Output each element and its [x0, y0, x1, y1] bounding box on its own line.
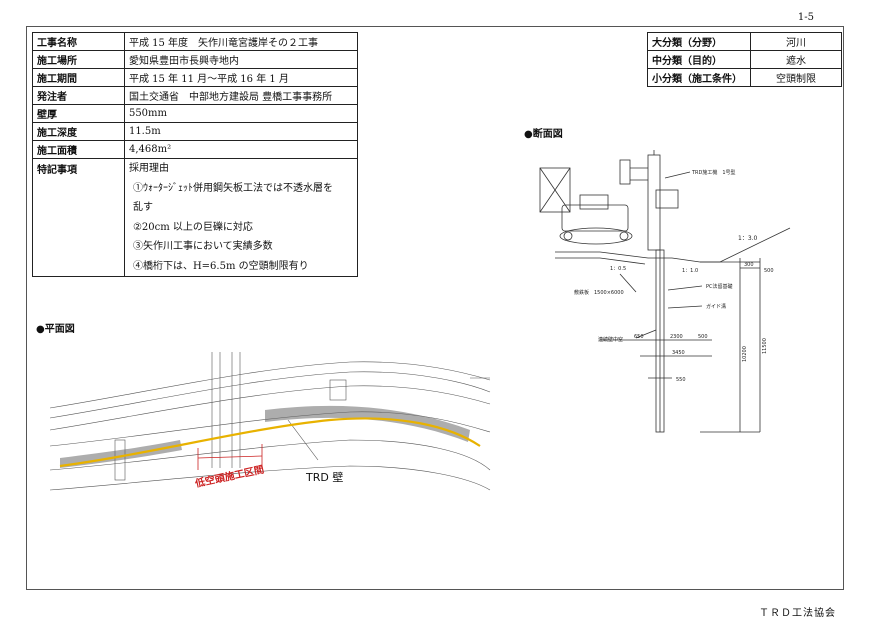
class-value: 河川 — [750, 32, 842, 51]
class-row: 小分類（施工条件）空頭制限 — [647, 68, 842, 87]
info-value: 愛知県豊田市長興寺地内 — [123, 50, 359, 69]
section-view-title: ●断面図 — [524, 129, 563, 140]
class-value: 遮水 — [750, 50, 842, 69]
info-label: 施工場所 — [32, 50, 125, 69]
plan-view-title: ●平面図 — [36, 324, 75, 335]
class-value: 空頭制限 — [750, 68, 842, 87]
project-info-table: 工事名称平成 15 年度 矢作川竜宮護岸その２工事 施工場所愛知県豊田市長興寺地… — [32, 32, 359, 277]
info-value: 4,468m² — [123, 140, 359, 159]
page-number: 1-5 — [797, 12, 814, 23]
info-value: 国土交通省 中部地方建設局 豊橋工事事務所 — [123, 86, 359, 105]
page-frame — [26, 26, 844, 590]
notes-line: ①ｳｫｰﾀｰｼﾞｪｯﾄ併用鋼矢板工法では不透水層を — [132, 182, 333, 194]
info-label: 施工面積 — [32, 140, 125, 159]
class-label: 大分類（分野） — [647, 32, 751, 51]
class-label: 中分類（目的） — [647, 50, 751, 69]
notes-content: 採用理由 ①ｳｫｰﾀｰｼﾞｪｯﾄ併用鋼矢板工法では不透水層を 乱す ②20cm … — [123, 158, 359, 277]
classification-table: 大分類（分野）河川 中分類（目的）遮水 小分類（施工条件）空頭制限 — [647, 32, 842, 87]
class-row: 大分類（分野）河川 — [647, 32, 842, 51]
notes-line: ③矢作川工事において実績多数 — [132, 241, 273, 252]
notes-line: ④橋桁下は、H=6.5m の空頭制限有り — [132, 260, 309, 272]
info-value: 550mm — [123, 104, 359, 123]
info-value: 11.5m — [123, 122, 359, 141]
info-row: 発注者国土交通省 中部地方建設局 豊橋工事事務所 — [32, 86, 359, 105]
notes-row: 特記事項 採用理由 ①ｳｫｰﾀｰｼﾞｪｯﾄ併用鋼矢板工法では不透水層を 乱す ②… — [32, 158, 359, 277]
info-label: 発注者 — [32, 86, 125, 105]
notes-line: ②20cm 以上の巨礫に対応 — [132, 221, 253, 233]
notes-line: 採用理由 — [128, 163, 169, 174]
class-row: 中分類（目的）遮水 — [647, 50, 842, 69]
info-value: 平成 15 年 11 月～平成 16 年 1 月 — [123, 68, 359, 87]
info-value: 平成 15 年度 矢作川竜宮護岸その２工事 — [123, 32, 359, 51]
info-label: 工事名称 — [32, 32, 125, 51]
class-label: 小分類（施工条件） — [647, 68, 751, 87]
info-label: 施工深度 — [32, 122, 125, 141]
footer-text: ＴＲＤ工法協会 — [759, 608, 836, 619]
info-row: 工事名称平成 15 年度 矢作川竜宮護岸その２工事 — [32, 32, 359, 51]
info-label: 壁厚 — [32, 104, 125, 123]
info-row: 施工期間平成 15 年 11 月～平成 16 年 1 月 — [32, 68, 359, 87]
info-label: 施工期間 — [32, 68, 125, 87]
notes-line: 乱す — [132, 202, 153, 213]
notes-label: 特記事項 — [32, 158, 125, 277]
info-row: 施工場所愛知県豊田市長興寺地内 — [32, 50, 359, 69]
